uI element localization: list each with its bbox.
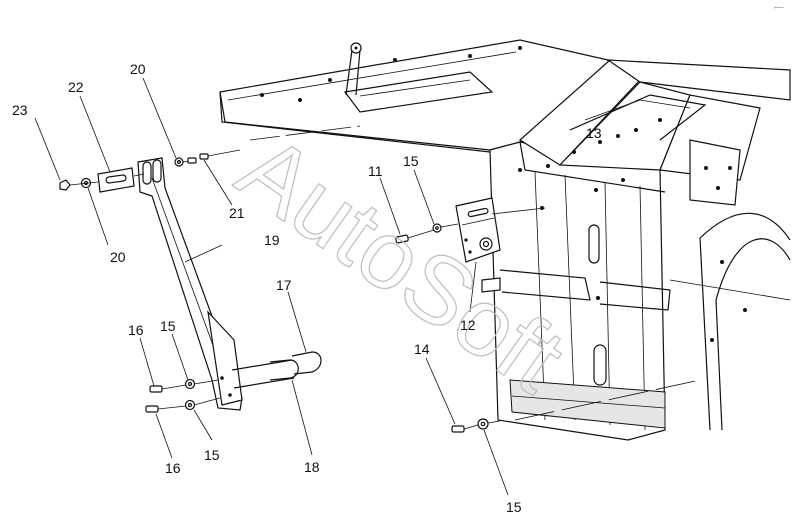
- callout-20-top: 20: [130, 61, 146, 77]
- column-slot-upper: [588, 224, 600, 264]
- callouts: 23 22 20 20 21 19 17 16 15 15 16 18 11 1…: [12, 61, 602, 515]
- callout-16-upper: 16: [128, 322, 144, 338]
- callout-11: 11: [368, 163, 383, 179]
- callout-14: 14: [414, 341, 430, 357]
- column-stub: [481, 277, 501, 293]
- bolt-16-lower: [145, 405, 159, 413]
- corner-mark: ⌐—: [774, 5, 784, 11]
- brace-foot: [207, 310, 243, 406]
- bolt-11: [395, 234, 409, 244]
- bolt-14: [451, 425, 465, 433]
- cab-body: [219, 39, 791, 441]
- u-bolts: [231, 351, 322, 389]
- callout-16-lower: 16: [165, 460, 181, 476]
- callout-22: 22: [68, 79, 84, 95]
- bolt-16-upper: [149, 385, 163, 393]
- support-brace: [137, 157, 243, 411]
- bolt-21: [187, 153, 209, 164]
- nut-23: [59, 179, 71, 191]
- callout-19: 19: [264, 232, 280, 248]
- callout-23: 23: [12, 102, 28, 118]
- hardware-parts: [59, 153, 501, 433]
- column-slot-lower: [593, 344, 607, 386]
- assembly-lines: [34, 77, 701, 496]
- callout-15-bottom: 15: [506, 499, 522, 515]
- callout-12: 12: [460, 317, 476, 333]
- callout-13: 13: [586, 125, 602, 141]
- callout-20-bottom: 20: [110, 249, 126, 265]
- side-bracket: [689, 139, 741, 206]
- callout-15-upper: 15: [160, 318, 176, 334]
- wheel-arch-upper: [699, 212, 791, 241]
- callout-15-lower: 15: [204, 447, 220, 463]
- antenna-mast: [345, 42, 362, 96]
- callout-18: 18: [304, 459, 320, 475]
- callout-21: 21: [229, 205, 245, 221]
- frame-top-beam: [605, 59, 791, 101]
- callout-17: 17: [276, 277, 292, 293]
- callout-15-mid: 15: [403, 153, 419, 169]
